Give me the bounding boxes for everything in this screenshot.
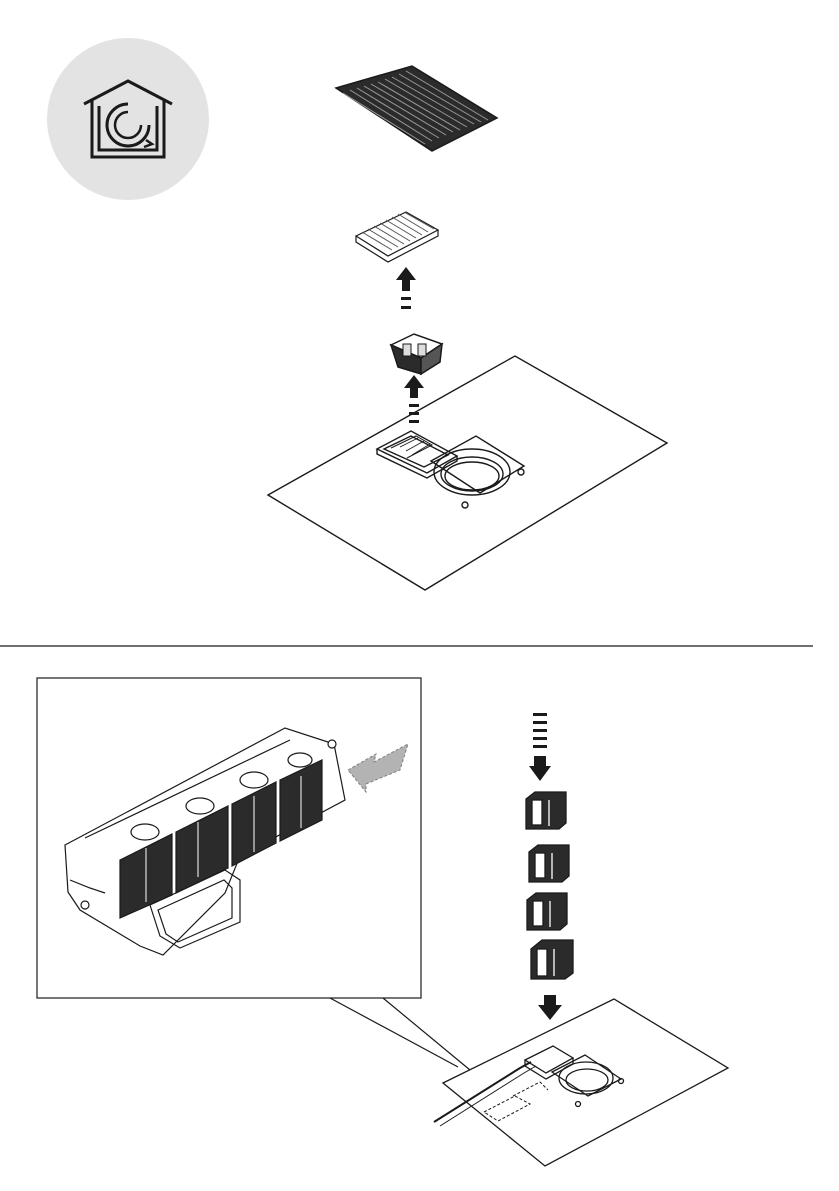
arrow-up-1 xyxy=(396,267,416,309)
odor-filter-1 xyxy=(526,792,566,829)
arrow-down-2 xyxy=(538,995,562,1020)
arrow-down-1 xyxy=(529,713,551,781)
grease-filter xyxy=(356,212,438,262)
odor-filter-4 xyxy=(531,940,573,979)
odor-filter-3 xyxy=(527,893,567,930)
odor-filter-2 xyxy=(529,845,569,882)
hob-surface-top xyxy=(268,356,667,590)
filter-cartridge xyxy=(391,334,442,374)
hob-surface-bottom xyxy=(434,999,728,1166)
hob-grill-cover xyxy=(336,66,497,151)
arrow-up-2 xyxy=(404,375,424,423)
recirculation-mode-badge xyxy=(47,38,209,200)
